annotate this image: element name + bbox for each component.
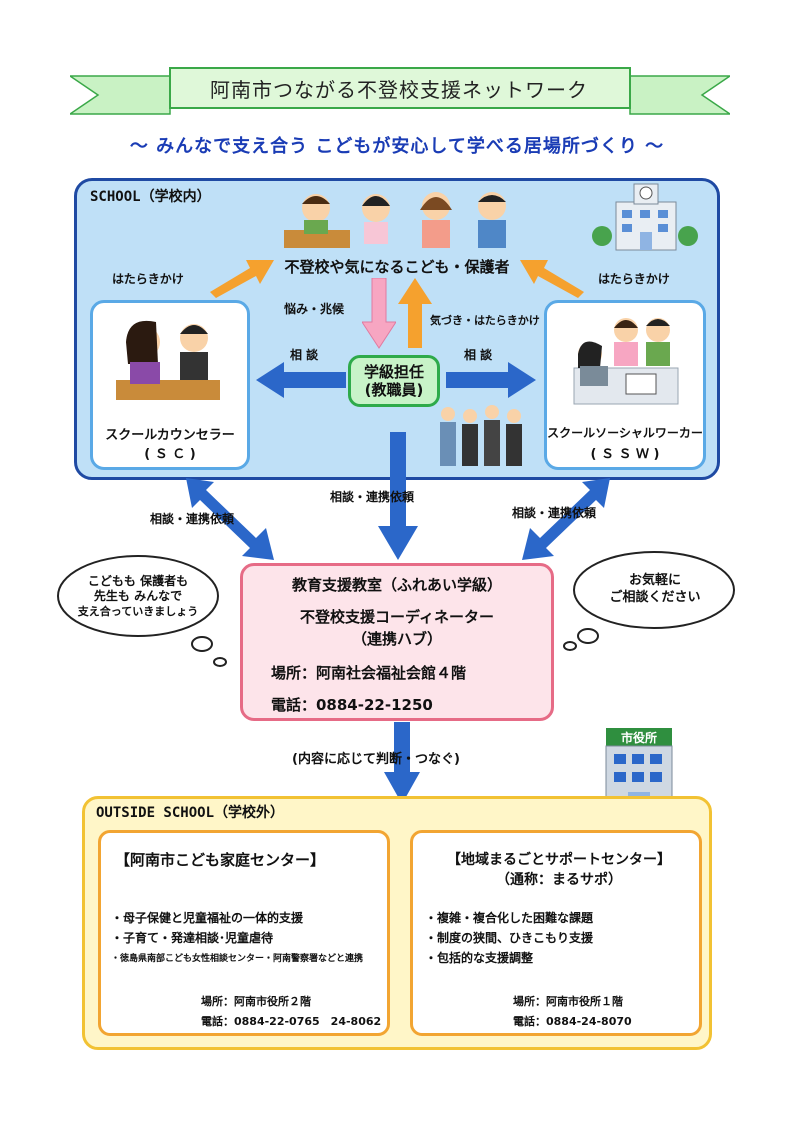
children-guardians-icon [284,192,506,248]
child-family-center-card: 【阿南市こども家庭センター】 ・母子保健と児童福祉の一体的支援 ・子育て・発達相… [98,830,390,1036]
teacher-to-hub-arrow [378,432,418,560]
child-family-item-1: ・母子保健と児童福祉の一体的支援 [111,911,304,925]
ssw-name: スクールソーシャルワーカー [547,426,703,440]
title-banner [70,67,730,115]
hub-to-outside-label: (内容に応じて判断・つなぐ) [292,752,460,767]
right-cloud-line-2: ご相談ください [609,590,701,605]
hub-coordinator: 不登校支援コーディネーター [300,608,494,626]
community-support-item-3: ・包括的な支援調整 [425,951,534,965]
left-outreach-label: はたらきかけ [112,272,184,286]
community-support-item-2: ・制度の狭間、ひきこもり支援 [425,931,594,945]
sc-link-label: 相談・連携依頼 [150,512,235,526]
teacher-title: 学級担任 [363,363,424,381]
consult-left-arrow [256,362,346,398]
hub-phone: 電話：0884-22-1250 [271,696,433,714]
sc-name: スクールカウンセラー [105,428,235,443]
consult-right-arrow [446,362,536,398]
community-support-title: 【地域まるごとサポートセンター】 [447,852,671,868]
right-outreach-label: はたらきかけ [598,272,670,286]
community-support-center-card: 【地域まるごとサポートセンター】 （通称：まるサポ） ・複雑・複合化した困難な課… [410,830,702,1036]
right-thought-cloud [563,551,735,651]
left-cloud-text: こどもも 保護者も 先生も みんなで 支え合っていきましょう [62,574,214,619]
community-support-item-1: ・複雑・複合化した困難な課題 [425,911,594,925]
sc-to-hub-arrow [186,478,274,560]
page-subtitle: ～ みんなで支え合う こどもが安心して学べる居場所づくり ～ [129,136,665,157]
teacher-link-label: 相談・連携依頼 [330,490,415,504]
community-support-phone: 電話：0884-24-8070 [513,1015,632,1028]
left-outreach-arrow [210,260,274,298]
ssw-to-hub-arrow [522,478,610,560]
right-outreach-arrow [520,260,584,298]
awareness-label: 気づき・はたらきかけ [430,314,540,327]
hub-title: 教育支援教室（ふれあい学級） [291,576,502,594]
community-support-nickname: （通称：まるサポ） [496,872,622,888]
hub-to-outside-arrow [384,722,420,804]
support-classroom-hub: 教育支援教室（ふれあい学級） 不登校支援コーディネーター （連携ハブ） 場所：阿… [240,563,554,721]
ssw-link-label: 相談・連携依頼 [512,506,597,520]
left-cloud-line-2: 先生も みんなで [93,589,183,603]
staff-icon [440,405,522,466]
left-cloud-line-1: こどもも 保護者も [87,574,189,588]
left-thought-cloud [57,555,227,667]
child-family-center-title: 【阿南市こども家庭センター】 [115,851,326,869]
children-guardians-label: 不登校や気になるこども・保護者 [284,258,510,276]
city-hall-sign: 市役所 [620,731,657,745]
outside-section-label: OUTSIDE SCHOOL（学校外） [96,805,285,821]
awareness-up-arrow [398,278,432,348]
consult-right-label: 相 談 [464,348,493,362]
school-building-icon [592,183,698,251]
sc-abbr: ( Ｓ Ｃ ) [144,447,196,462]
consult-left-label: 相 談 [290,348,319,362]
teacher-subtitle: (教職員) [364,381,424,399]
right-cloud-line-1: お気軽に [628,573,681,588]
child-family-place: 場所：阿南市役所２階 [201,995,311,1008]
concern-label: 悩み・兆候 [284,302,345,316]
counselor-icon [116,320,220,400]
left-cloud-line-3: 支え合っていきましょう [77,605,199,618]
page-title: 阿南市つながる不登校支援ネットワーク [210,77,588,102]
community-support-place: 場所：阿南市役所１階 [513,995,623,1008]
hub-place: 場所：阿南社会福祉会館４階 [271,664,467,682]
homeroom-teacher-box: 学級担任 (教職員) [348,355,440,407]
child-family-item-3: ・徳島県南部こども女性相談センター・阿南警察署などと連携 [111,954,364,964]
concern-down-arrow [362,278,396,349]
social-worker-icon [573,318,679,405]
school-section-label: SCHOOL（学校内） [90,189,211,205]
child-family-item-2: ・子育て・発達相談･児童虐待 [111,931,274,945]
hub-role: （連携ハブ） [351,630,442,648]
ssw-abbr: ( Ｓ Ｓ Ｗ ) [590,447,660,462]
right-cloud-text: お気軽に ご相談ください [582,572,728,606]
child-family-phone: 電話：0884-22-0765 24-8062 [201,1015,382,1028]
